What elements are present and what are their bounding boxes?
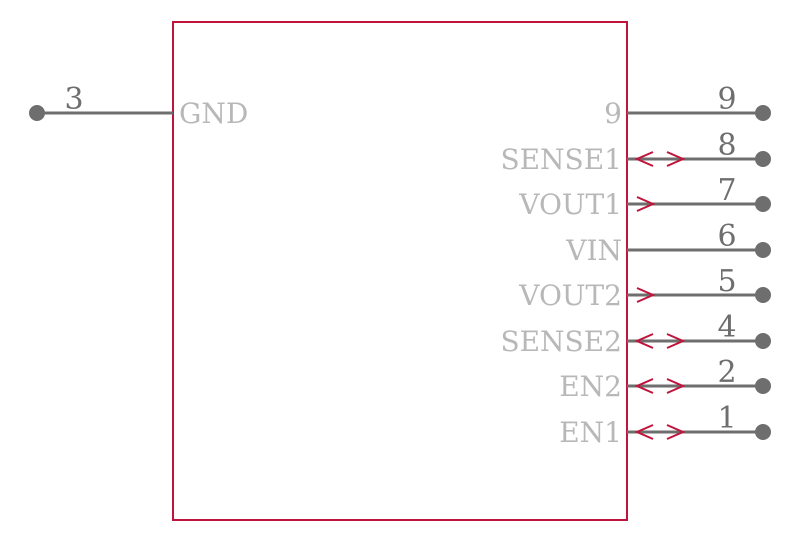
pin-1[interactable]: 1 EN1 (559, 401, 771, 449)
pin-1-number: 1 (717, 401, 736, 436)
pin-5-name: VOUT2 (518, 279, 622, 312)
pin-5-dot[interactable] (755, 287, 771, 303)
pin-1-dot[interactable] (755, 424, 771, 440)
pin-6-number: 6 (717, 219, 736, 254)
pin-4[interactable]: 4 SENSE2 (500, 310, 771, 358)
pin-9-number: 9 (717, 82, 736, 117)
pin-3-number: 3 (64, 82, 83, 117)
bidirectional-arrow-icon (634, 378, 686, 394)
pin-4-name: SENSE2 (500, 325, 622, 358)
pin-3-dot[interactable] (29, 105, 45, 121)
pin-2[interactable]: 2 EN2 (559, 355, 771, 403)
bidirectional-arrow-icon (634, 151, 686, 167)
pin-1-name: EN1 (559, 416, 622, 449)
pin-9-dot[interactable] (755, 105, 771, 121)
bidirectional-arrow-icon (634, 333, 686, 349)
output-arrow-icon (636, 196, 656, 212)
pin-7-number: 7 (717, 173, 736, 208)
pin-5[interactable]: 5 VOUT2 (518, 264, 771, 312)
pin-7-dot[interactable] (755, 196, 771, 212)
pin-6-dot[interactable] (755, 242, 771, 258)
component-body (172, 21, 628, 521)
pin-3[interactable]: 3 GND (29, 82, 248, 130)
pin-3-name: GND (179, 97, 248, 130)
pin-2-name: EN2 (559, 370, 622, 403)
pin-6[interactable]: 6 VIN (565, 219, 771, 267)
pin-7[interactable]: 7 VOUT1 (518, 173, 771, 221)
bidirectional-arrow-icon (634, 424, 686, 440)
pin-8-number: 8 (717, 128, 736, 163)
pin-9[interactable]: 99 (604, 82, 771, 130)
pin-7-name: VOUT1 (518, 188, 622, 221)
pin-4-dot[interactable] (755, 333, 771, 349)
pin-4-number: 4 (717, 310, 736, 345)
output-arrow-icon (636, 287, 656, 303)
pin-8-name: SENSE1 (500, 143, 622, 176)
pin-8[interactable]: 8 SENSE1 (500, 128, 771, 176)
pin-8-dot[interactable] (755, 151, 771, 167)
pin-9-name: 9 (604, 97, 622, 130)
pin-2-dot[interactable] (755, 378, 771, 394)
pin-2-number: 2 (717, 355, 736, 390)
pin-6-name: VIN (565, 234, 622, 267)
pin-5-number: 5 (717, 264, 736, 299)
